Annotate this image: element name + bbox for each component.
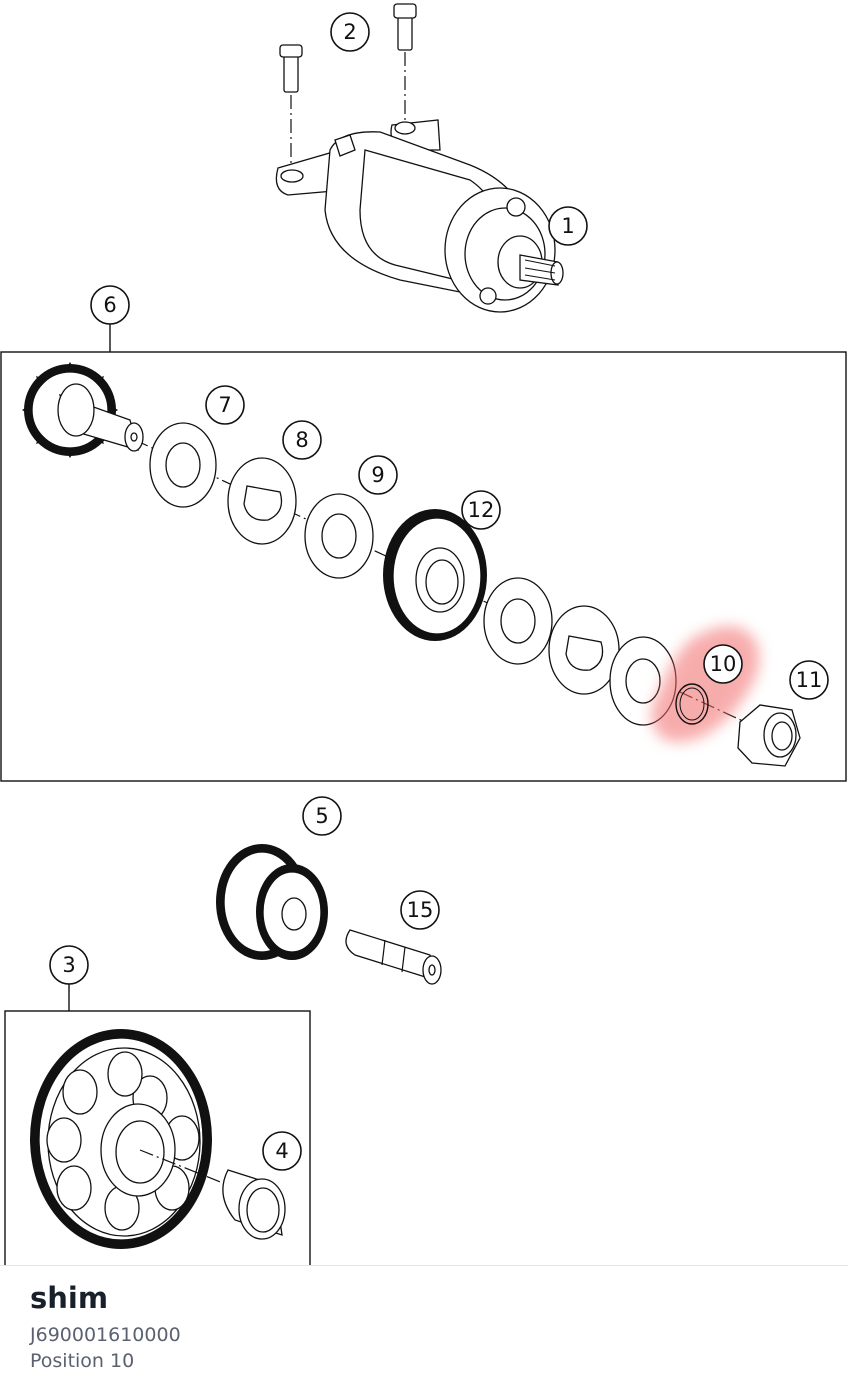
washer-8[interactable] (227, 457, 297, 545)
callout-2[interactable]: 2 (330, 12, 370, 52)
callout-3[interactable]: 3 (49, 945, 89, 985)
callout-12[interactable]: 12 (461, 490, 501, 530)
callout-11[interactable]: 11 (789, 660, 829, 700)
part-position: Position 10 (30, 1350, 135, 1372)
intermediate-gear-shaft[interactable] (22, 362, 144, 458)
starter-gear-3[interactable] (30, 1029, 212, 1249)
callout-9[interactable]: 9 (358, 455, 398, 495)
callout-15[interactable]: 15 (400, 890, 440, 930)
starter-motor[interactable] (275, 3, 564, 313)
callout-7[interactable]: 7 (205, 385, 245, 425)
gear-12[interactable] (383, 509, 487, 641)
washer-7[interactable] (149, 422, 217, 508)
callout-label: 3 (62, 953, 75, 977)
callout-label: 15 (407, 898, 434, 922)
washer-9[interactable] (304, 493, 374, 579)
callout-label: 10 (710, 652, 737, 676)
callout-label: 8 (295, 428, 308, 452)
part-number: J690001610000 (30, 1324, 181, 1346)
callout-label: 7 (218, 393, 231, 417)
callout-label: 6 (103, 293, 116, 317)
callout-label: 2 (343, 20, 356, 44)
callout-1[interactable]: 1 (548, 206, 588, 246)
callout-4[interactable]: 4 (262, 1131, 302, 1171)
washer-9-repeat[interactable] (483, 577, 553, 665)
washer-8-repeat[interactable] (548, 605, 620, 695)
needle-bearing-4[interactable] (222, 1169, 286, 1240)
callout-label: 11 (796, 668, 823, 692)
assembly-box-3 (4, 1010, 311, 1265)
callout-5[interactable]: 5 (302, 796, 342, 836)
callout-6[interactable]: 6 (90, 285, 130, 325)
callout-label: 5 (315, 804, 328, 828)
assembly-box-6 (0, 351, 847, 782)
double-gear-5[interactable] (216, 844, 328, 960)
callout-10[interactable]: 10 (703, 644, 743, 684)
nut-11[interactable] (737, 704, 801, 767)
shaft-15[interactable] (345, 929, 442, 985)
callout-8[interactable]: 8 (282, 420, 322, 460)
callout-label: 4 (275, 1139, 288, 1163)
part-info-panel: shim J690001610000 Position 10 (0, 1265, 848, 1390)
callout-label: 1 (561, 214, 574, 238)
callout-label: 12 (468, 498, 495, 522)
callout-label: 9 (371, 463, 384, 487)
part-name: shim (30, 1281, 109, 1315)
exploded-parts-diagram: 1 2 6 7 8 9 12 10 11 5 15 3 (0, 3, 847, 1265)
shim-10[interactable] (675, 683, 709, 725)
